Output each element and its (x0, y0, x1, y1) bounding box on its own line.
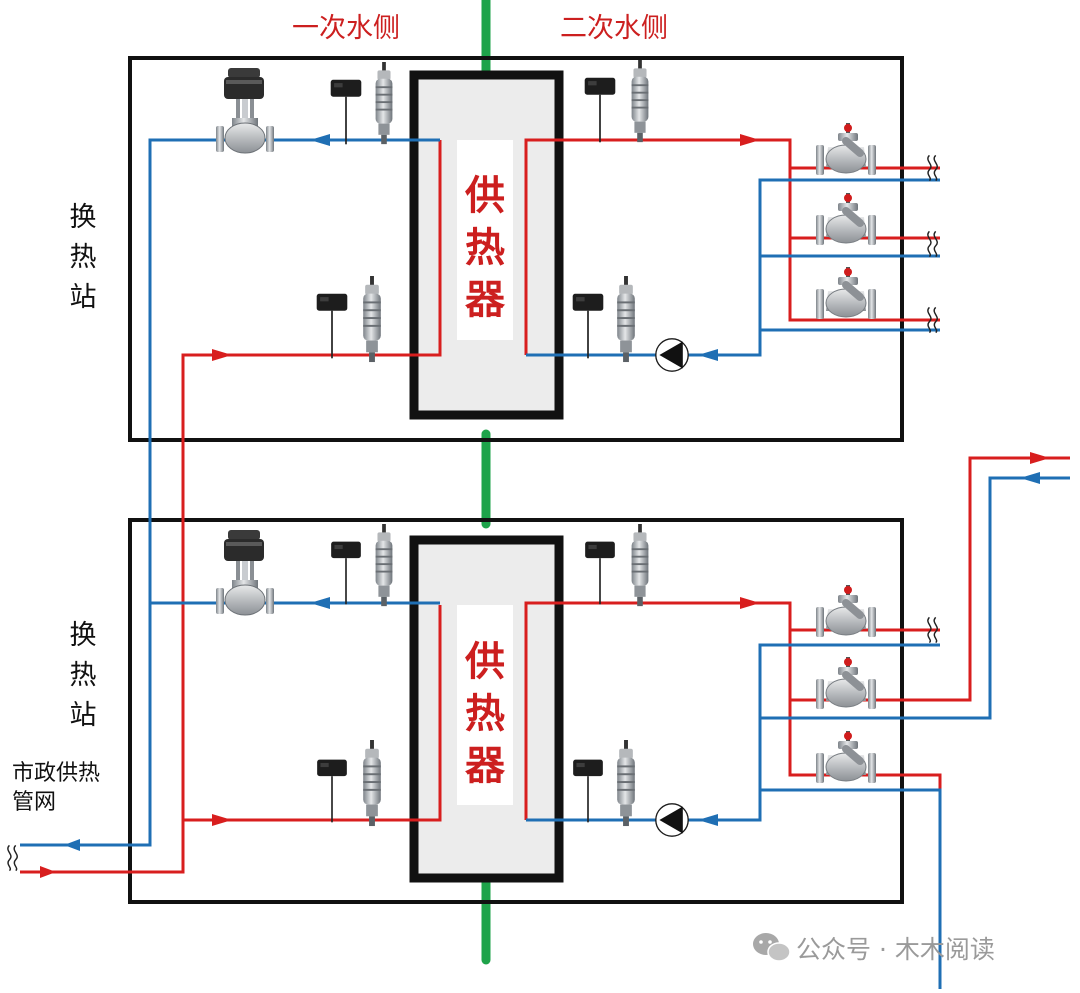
city-supply-pipe (20, 140, 442, 874)
city-return-pipe (20, 138, 440, 847)
temperature-sensor-icon (572, 293, 604, 359)
heat-exchanger-label-top: 供热器 (465, 173, 505, 323)
circulation-pump-icon (655, 803, 689, 837)
balancing-valve-icon (816, 267, 876, 319)
temperature-sensor-icon (584, 77, 616, 143)
control-valve-icon (216, 530, 275, 616)
primary-side-title: 一次水侧 (292, 13, 400, 44)
pressure-transmitter-icon (363, 276, 381, 363)
control-valve-icon (216, 68, 275, 154)
station-frame-top (128, 56, 904, 442)
temperature-sensor-icon (317, 759, 347, 823)
city-network-label: 市政供热管网 (12, 761, 101, 815)
heat-exchanger-top (409, 70, 564, 420)
heat-exchanger-label-bottom: 供热器 (465, 639, 505, 789)
secondary-side-title: 二次水侧 (560, 13, 668, 44)
station-label-bottom: 换热站 (69, 620, 97, 731)
heat-exchanger-bottom (409, 535, 564, 883)
station-frame-bottom (128, 518, 904, 904)
pressure-transmitter-icon (375, 62, 393, 145)
watermark: 公众号 · 木木阅读 (796, 935, 995, 964)
pressure-transmitter-icon (631, 60, 649, 143)
temperature-sensor-icon (316, 293, 348, 359)
pressure-transmitter-icon (375, 524, 393, 607)
temperature-sensor-icon (585, 541, 615, 605)
circulation-pump-icon (655, 338, 689, 372)
temperature-sensor-icon (330, 79, 362, 145)
pressure-transmitter-icon (617, 276, 635, 363)
station-label-top: 换热站 (69, 202, 97, 313)
pressure-transmitter-icon (631, 524, 649, 607)
temperature-sensor-icon (573, 759, 603, 823)
pressure-transmitter-icon (617, 740, 635, 827)
wechat-icon (753, 933, 791, 962)
pressure-transmitter-icon (363, 740, 381, 827)
temperature-sensor-icon (331, 541, 361, 605)
